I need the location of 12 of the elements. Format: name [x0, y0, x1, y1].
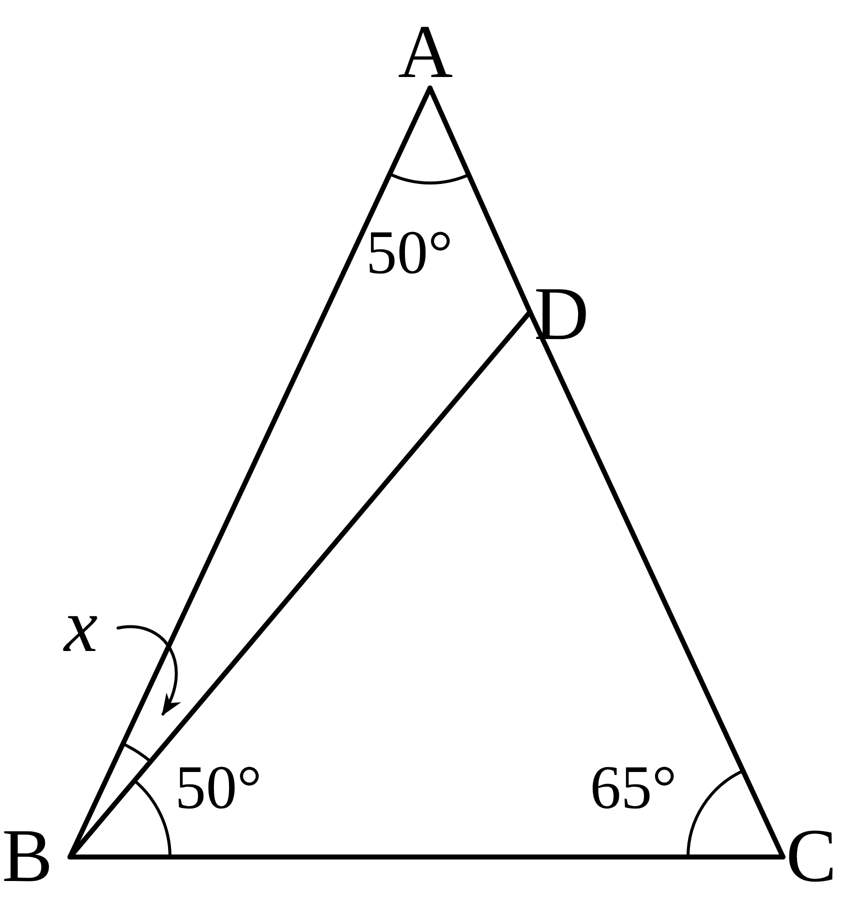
angle-measure: 50°	[366, 222, 453, 284]
angle-label: x	[64, 588, 98, 664]
leader-arrow	[116, 625, 180, 716]
vertex-label: B	[2, 818, 53, 894]
triangle-side	[68, 310, 532, 860]
vertex-label: C	[786, 818, 837, 894]
vertex-label: D	[534, 276, 589, 352]
triangle-side	[68, 854, 786, 860]
triangle-side	[428, 86, 532, 314]
angle-measure: 50°	[175, 757, 262, 819]
vertex-label: A	[398, 14, 453, 90]
angle-measure: 65°	[590, 757, 677, 819]
